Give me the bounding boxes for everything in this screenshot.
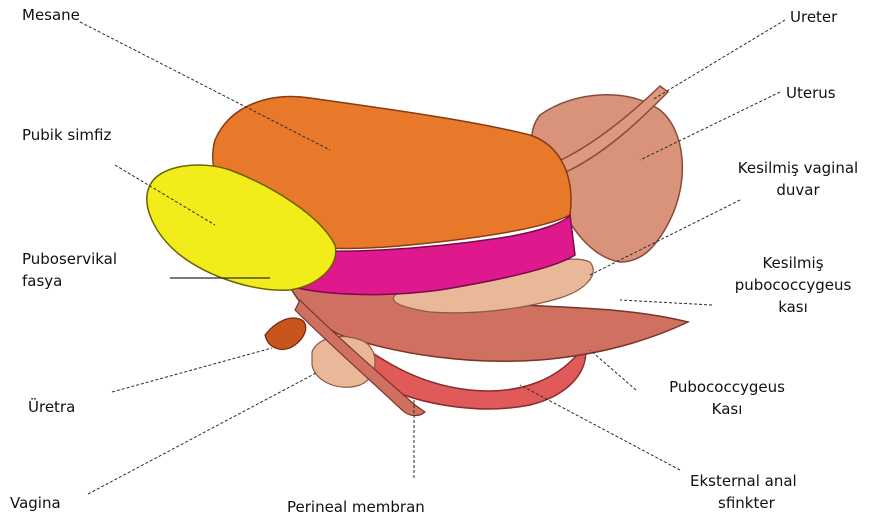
label-kesilmis-pubococcygeus-line3: kası: [718, 296, 868, 318]
leader-kesilmis-pubococcygeus: [620, 300, 712, 305]
label-perineal-membran: Perineal membran: [287, 496, 425, 518]
label-ureter: Ureter: [790, 6, 837, 28]
label-pubococcygeus-kasi-line1: Pubococcygeus: [652, 376, 802, 398]
urethra-stub-shape: [265, 318, 306, 350]
leader-ureter: [652, 20, 785, 100]
label-pubik-simfiz: Pubik simfiz: [22, 124, 111, 146]
label-kesilmis-pubococcygeus-line2: pubococcygeus: [718, 274, 868, 296]
label-uterus: Uterus: [786, 82, 836, 104]
label-kesilmis-pubococcygeus-line1: Kesilmiş: [718, 252, 868, 274]
label-mesane: Mesane: [22, 4, 80, 26]
label-kesilmis-vaginal-duvar-line2: duvar: [716, 179, 880, 201]
label-kesilmis-pubococcygeus: Kesilmiş pubococcygeus kası: [718, 252, 868, 318]
label-pubococcygeus-kasi-line2: Kası: [652, 398, 802, 420]
label-pubococcygeus-kasi: Pubococcygeus Kası: [652, 376, 802, 420]
label-puboservikal-fasya-line2: fasya: [22, 270, 117, 292]
leader-pubococcygeus-kasi: [590, 350, 636, 390]
label-eksternal-anal-sfinkter: Eksternal anal sfinkter: [690, 470, 797, 514]
label-eksternal-anal-sfinkter-line2: sfinkter: [690, 492, 797, 514]
leader-vagina: [88, 372, 318, 494]
label-uretra: Üretra: [28, 396, 75, 418]
leader-uretra: [112, 348, 272, 392]
label-vagina: Vagina: [10, 492, 61, 514]
label-puboservikal-fasya-line1: Puboservikal: [22, 248, 117, 270]
label-eksternal-anal-sfinkter-line1: Eksternal anal: [690, 470, 797, 492]
label-kesilmis-vaginal-duvar-line1: Kesilmiş vaginal: [716, 157, 880, 179]
label-kesilmis-vaginal-duvar: Kesilmiş vaginal duvar: [716, 157, 880, 201]
label-puboservikal-fasya: Puboservikal fasya: [22, 248, 117, 292]
